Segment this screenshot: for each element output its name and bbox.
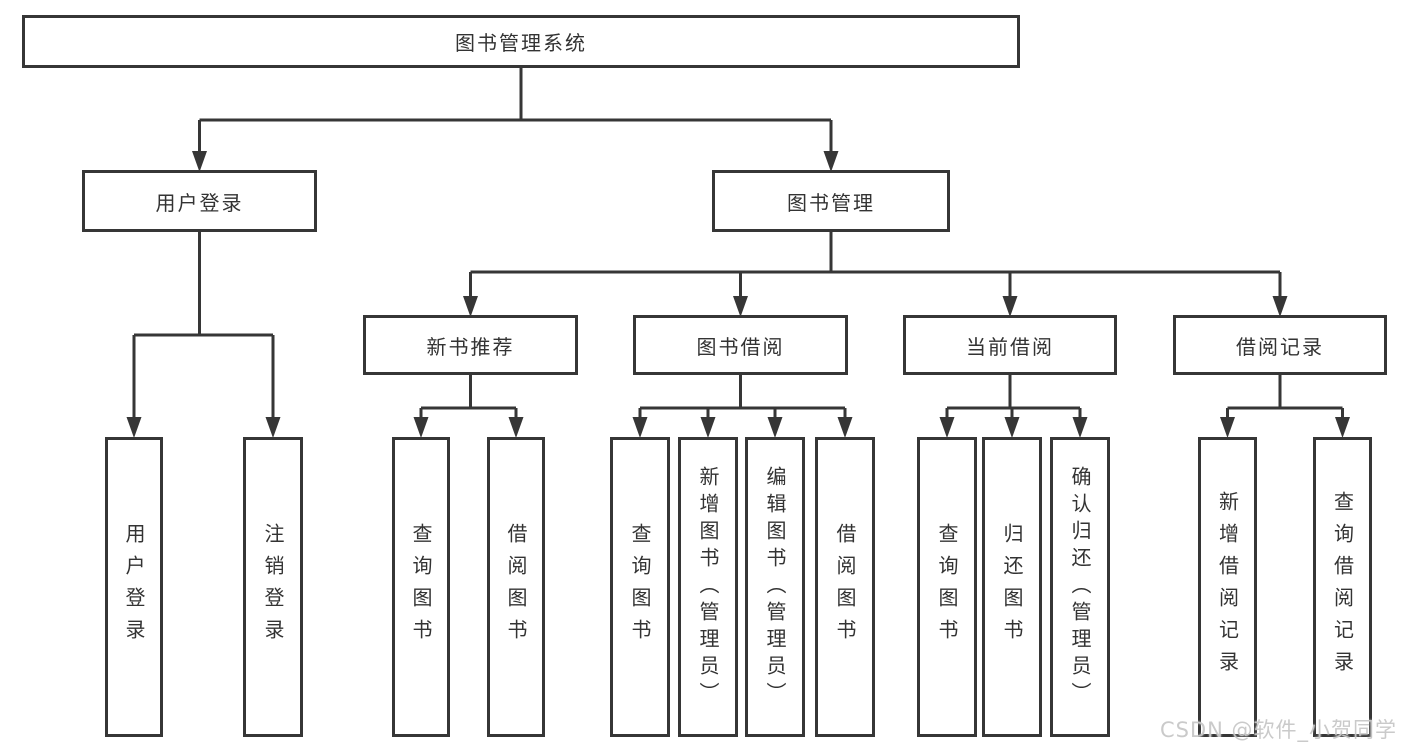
leaf-add-book-admin: 新增图书（管理员） — [678, 437, 738, 737]
connector-newbook-to-leaves — [413, 375, 524, 438]
leaf-borrow-books-recommend-label: 借阅图书 — [504, 523, 528, 651]
leaf-query-borrow-record: 查询借阅记录 — [1313, 437, 1372, 737]
leaf-add-borrow-record-label: 新增借阅记录 — [1215, 491, 1240, 683]
leaf-edit-book-admin-label: 编辑图书（管理员） — [763, 465, 787, 709]
node-new-book-recommend-label: 新书推荐 — [426, 334, 515, 359]
leaf-borrow-books-2: 借阅图书 — [815, 437, 875, 737]
node-book-borrow: 图书借阅 — [633, 315, 848, 375]
connector-records-to-leaves — [1220, 375, 1350, 438]
leaf-query-books-borrow: 查询图书 — [610, 437, 670, 737]
leaf-confirm-return-admin: 确认归还（管理员） — [1050, 437, 1110, 737]
node-borrow-records-label: 借阅记录 — [1236, 334, 1324, 359]
node-current-borrow: 当前借阅 — [903, 315, 1117, 375]
leaf-query-books-borrow-label: 查询图书 — [628, 523, 652, 651]
leaf-query-borrow-record-label: 查询借阅记录 — [1330, 491, 1355, 683]
node-borrow-records: 借阅记录 — [1173, 315, 1387, 375]
leaf-query-books-recommend-label: 查询图书 — [409, 523, 433, 651]
leaf-logout-label: 注销登录 — [261, 523, 285, 651]
connector-bookmgmt-to-level3 — [463, 232, 1288, 317]
leaf-query-books-current: 查询图书 — [917, 437, 977, 737]
leaf-edit-book-admin: 编辑图书（管理员） — [745, 437, 805, 737]
leaf-return-book-label: 归还图书 — [1000, 523, 1024, 651]
node-root: 图书管理系统 — [22, 15, 1020, 68]
leaf-logout: 注销登录 — [243, 437, 303, 737]
connector-borrow-to-leaves — [632, 375, 853, 438]
leaf-borrow-books-2-label: 借阅图书 — [833, 523, 857, 651]
leaf-borrow-books-recommend: 借阅图书 — [487, 437, 545, 737]
node-book-management: 图书管理 — [712, 170, 950, 232]
connector-userlogin-to-leaves — [126, 232, 281, 438]
connector-current-to-leaves — [939, 375, 1088, 438]
node-user-login: 用户登录 — [82, 170, 317, 232]
leaf-confirm-return-admin-label: 确认归还（管理员） — [1068, 465, 1092, 709]
leaf-query-books-current-label: 查询图书 — [935, 523, 959, 651]
node-current-borrow-label: 当前借阅 — [966, 334, 1054, 359]
leaf-user-login: 用户登录 — [105, 437, 163, 737]
leaf-add-book-admin-label: 新增图书（管理员） — [696, 465, 720, 709]
connector-root-to-level2 — [192, 68, 839, 172]
leaf-user-login-label: 用户登录 — [122, 523, 146, 651]
node-book-management-label: 图书管理 — [787, 190, 875, 215]
leaf-return-book: 归还图书 — [982, 437, 1042, 737]
watermark: CSDN @软件_小贺同学 — [1160, 718, 1398, 742]
node-new-book-recommend: 新书推荐 — [363, 315, 578, 375]
leaf-query-books-recommend: 查询图书 — [392, 437, 450, 737]
node-user-login-label: 用户登录 — [155, 190, 244, 215]
node-book-borrow-label: 图书借阅 — [696, 334, 785, 359]
node-root-label: 图书管理系统 — [455, 31, 587, 55]
leaf-add-borrow-record: 新增借阅记录 — [1198, 437, 1257, 737]
